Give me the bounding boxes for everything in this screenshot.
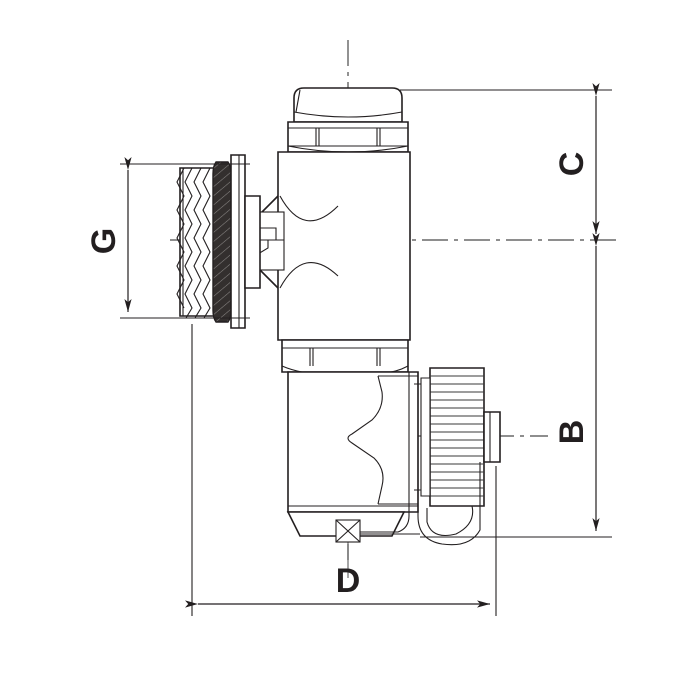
knurled-knob <box>414 367 485 507</box>
knob-spindle <box>483 411 501 463</box>
sealing-gasket <box>212 161 232 323</box>
lower-body <box>286 371 419 537</box>
lower-assembly <box>281 339 501 546</box>
dimension-D: D <box>185 324 497 616</box>
upper-assembly <box>176 87 411 341</box>
dimension-C-label: C <box>553 152 591 177</box>
top-cap <box>293 87 403 123</box>
male-thread <box>176 167 217 319</box>
dimension-C: C <box>400 83 612 234</box>
lower-hex-nut <box>281 339 409 375</box>
upper-body <box>259 151 411 341</box>
dimension-B-label: B <box>553 420 591 445</box>
float-cone <box>347 375 418 505</box>
dimension-D-label: D <box>336 562 361 600</box>
dimension-B: B <box>420 233 612 538</box>
upper-hex-nut <box>287 121 409 153</box>
knurl-ridges <box>430 375 484 497</box>
drain-plug <box>335 519 420 543</box>
dimension-G: G <box>85 157 250 319</box>
flange-collar <box>230 154 261 329</box>
dimension-G-label: G <box>85 228 123 254</box>
